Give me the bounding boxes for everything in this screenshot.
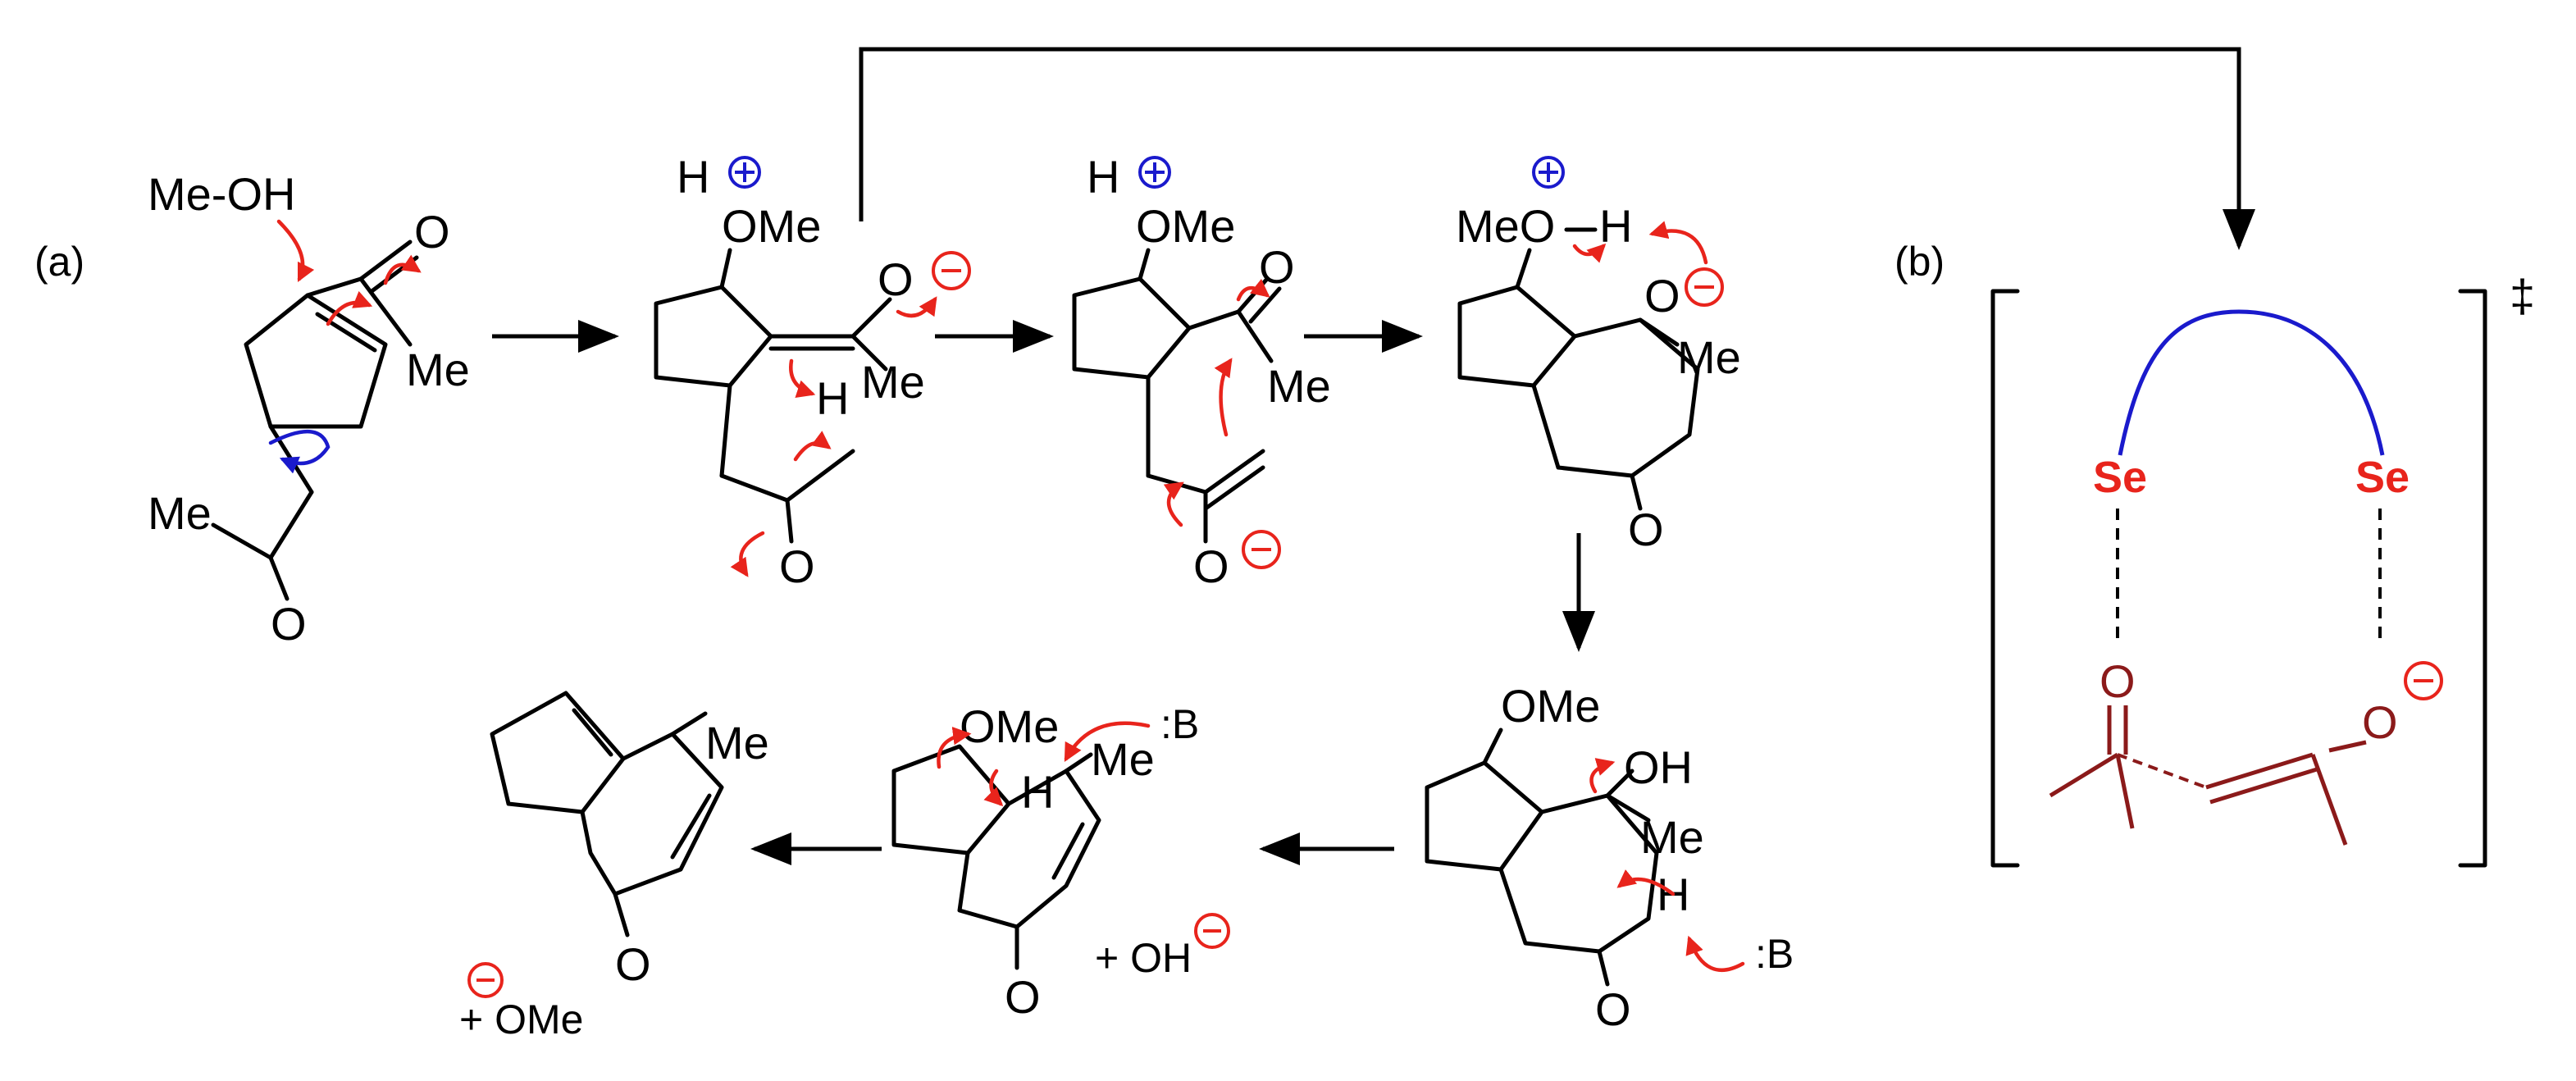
curly-arrow-icon	[1616, 869, 1676, 896]
se-label: Se	[2355, 453, 2410, 502]
panel-label-b: (b)	[1894, 239, 1945, 285]
oh-label: OH	[1624, 741, 1693, 793]
panel-label-a: (a)	[34, 239, 84, 285]
o-label: O	[1193, 540, 1229, 592]
plus-ome-label: + OMe	[459, 997, 583, 1042]
o-label: O	[878, 253, 914, 305]
h-label: H	[816, 372, 849, 424]
o-label: O	[615, 938, 651, 990]
curly-arrow-icon	[789, 358, 816, 398]
plus-charge-icon	[1532, 156, 1565, 189]
curly-arrow-icon	[793, 431, 832, 462]
h-label: H	[1087, 151, 1119, 203]
curly-arrow-icon	[1648, 221, 1708, 265]
rotation-arrow-icon	[268, 430, 331, 474]
structure-7-product: Me O + OMe	[459, 691, 769, 1042]
o-label: O	[2362, 696, 2398, 748]
curly-arrow-icon	[276, 219, 315, 283]
o-label: O	[1595, 983, 1631, 1035]
plus-charge-icon	[1138, 156, 1171, 189]
me-label: Me	[1091, 733, 1155, 785]
h-label: H	[1599, 200, 1632, 252]
methanol-label: Me-OH	[148, 168, 295, 220]
base-label: :B	[1755, 931, 1794, 977]
curly-arrow-icon	[383, 254, 422, 285]
plus-oh-label: + OH	[1095, 935, 1192, 981]
curly-arrow-icon	[326, 290, 373, 326]
minus-charge-icon	[932, 251, 971, 290]
curly-arrow-icon	[1163, 481, 1184, 527]
plus-charge-icon	[728, 156, 761, 189]
o-label: O	[414, 206, 450, 258]
dagger-label: ‡	[2510, 270, 2535, 322]
structure-6-elimination: OMe Me H O + OH :B	[891, 700, 1230, 1023]
h-label: H	[677, 151, 709, 203]
se-label: Se	[2093, 453, 2147, 502]
connector-arrow	[859, 47, 2255, 250]
minus-charge-icon	[2404, 661, 2443, 700]
ome-label: OMe	[1501, 680, 1600, 732]
me-label: Me	[861, 356, 925, 408]
curly-arrow-icon	[1064, 721, 1151, 762]
o-label: O	[1644, 270, 1680, 322]
minus-charge-icon	[1242, 530, 1281, 569]
ome-label: OMe	[722, 200, 821, 252]
structure-1-starting-material: Me-OH O Me Me O	[148, 168, 470, 650]
curly-arrow-icon	[1572, 243, 1607, 263]
me-label: Me	[705, 717, 769, 769]
structure-2-enolate: H OMe O Me H O	[654, 151, 971, 592]
me-label: Me	[1267, 360, 1331, 412]
right-bracket	[2458, 289, 2487, 868]
curly-arrow-icon	[937, 727, 972, 769]
structure-4-alkoxide: MeO H O Me O	[1456, 156, 1741, 555]
curly-arrow-icon	[1236, 278, 1270, 302]
curly-arrow-icon	[1214, 358, 1233, 437]
o-label: O	[1259, 241, 1295, 293]
o-label: O	[779, 540, 815, 592]
me-label: Me	[406, 344, 470, 395]
catalyst-bridge	[2118, 309, 2385, 456]
h-label: H	[1021, 766, 1054, 818]
curly-arrow-icon	[730, 531, 765, 577]
transition-state-panel: ‡ Se Se O O	[1990, 270, 2535, 868]
me-label: Me	[1677, 331, 1741, 383]
curly-arrow-icon	[983, 769, 1004, 807]
me-label: Me	[148, 487, 212, 539]
structure-3-ketone-enolate: H OMe O Me O	[1072, 151, 1331, 592]
curly-arrow-icon	[1589, 758, 1616, 794]
minus-charge-icon	[467, 962, 504, 998]
minus-charge-icon	[1194, 913, 1230, 949]
curly-arrow-icon	[1685, 935, 1745, 973]
o-label: O	[1628, 504, 1664, 555]
ome-label: OMe	[1136, 200, 1235, 252]
curly-arrow-icon	[896, 296, 937, 318]
left-bracket	[1990, 289, 2020, 868]
base-label: :B	[1160, 701, 1199, 747]
minus-charge-icon	[1685, 267, 1724, 307]
me-label: Me	[1640, 811, 1704, 863]
o-label: O	[1005, 971, 1041, 1023]
o-label: O	[271, 598, 307, 650]
o-label: O	[2100, 655, 2136, 707]
ome-label: OMe	[960, 700, 1059, 752]
structure-5-aldol: OMe OH Me H O :B	[1425, 680, 1794, 1035]
meo-label: MeO	[1456, 200, 1555, 252]
